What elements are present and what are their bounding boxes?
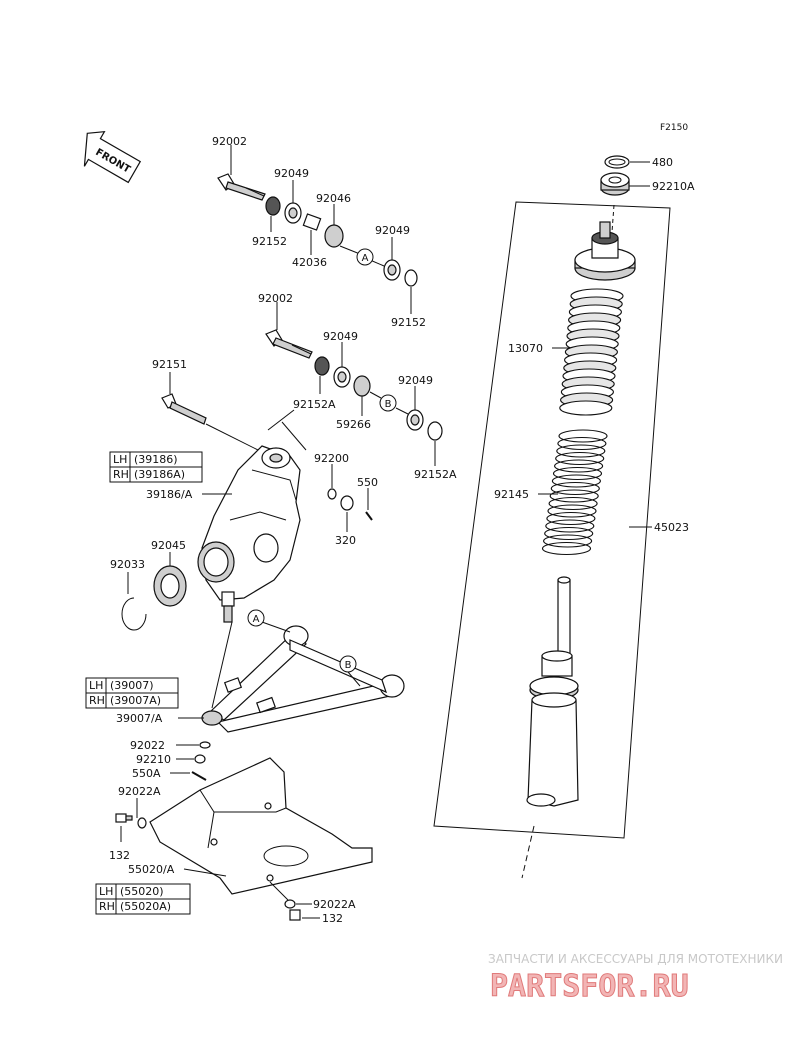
knuckle-39186: [197, 445, 301, 623]
washer-92022A-1: [137, 817, 147, 829]
svg-text:A: A: [253, 614, 260, 625]
cotter-pin-550: [365, 511, 373, 521]
label-480: 480: [652, 156, 673, 169]
label-13070: 13070: [508, 342, 543, 355]
label-132-2: 132: [322, 912, 343, 925]
bushing-92152-upper-2: [404, 269, 418, 287]
svg-text:LH: LH: [89, 679, 103, 692]
dust-boot-13070: [559, 288, 624, 416]
label-92022A-2: 92022A: [313, 898, 356, 911]
callout-a-1: [356, 248, 374, 266]
bolt-92002-upper: [217, 173, 266, 201]
svg-text:(39186A): (39186A): [134, 468, 185, 481]
watermark-logo: PARTSFOR.RU: [490, 969, 689, 1004]
svg-text:B: B: [345, 660, 352, 671]
side-table-39007: LH (39007) RH (39007A): [85, 677, 179, 709]
washer-92022: [199, 741, 211, 749]
svg-text:LH: LH: [99, 885, 113, 898]
label-92210A: 92210A: [652, 180, 695, 193]
figure-code: F2150: [660, 123, 688, 133]
svg-text:(39186): (39186): [134, 453, 178, 466]
label-92200: 92200: [314, 452, 349, 465]
label-45023: 45023: [654, 521, 689, 534]
label-92151: 92151: [152, 358, 187, 371]
callout-a-2: [247, 609, 265, 627]
guard-55020: [149, 757, 373, 895]
label-92002-b: 92002: [258, 292, 293, 305]
label-550A: 550A: [132, 767, 161, 780]
label-39186A: 39186/A: [146, 488, 193, 501]
side-table-39186: LH (39186) RH (39186A): [109, 451, 203, 483]
front-arrow-icon: FRONT: [83, 130, 142, 184]
washer-92200: [327, 488, 337, 500]
bushing-59266: [353, 375, 371, 397]
label-92045: 92045: [151, 539, 186, 552]
callout-b-1: [379, 394, 397, 412]
bolt-92151: [161, 393, 207, 425]
bushing-92046: [324, 224, 344, 248]
cotter-pin-550A: [191, 771, 207, 781]
bushing-92152-upper: [265, 196, 281, 216]
label-92046: 92046: [316, 192, 351, 205]
washer-92022A-2: [284, 899, 296, 909]
shock-upper-mount: [574, 221, 636, 281]
label-92152-a: 92152: [252, 235, 287, 248]
svg-text:RH: RH: [113, 468, 129, 481]
label-92152A-1: 92152A: [293, 398, 336, 411]
label-92033: 92033: [110, 558, 145, 571]
label-92022A-1: 92022A: [118, 785, 161, 798]
lower-arm-39007: [201, 625, 405, 733]
label-92210: 92210: [136, 753, 171, 766]
label-550: 550: [357, 476, 378, 489]
collar-42036: [302, 213, 322, 231]
bushing-92152A-2: [427, 421, 443, 441]
svg-text:(55020): (55020): [120, 885, 164, 898]
label-59266: 59266: [336, 418, 371, 431]
svg-text:(39007A): (39007A): [110, 694, 161, 707]
svg-text:(39007): (39007): [110, 679, 154, 692]
spring-92145: [541, 429, 608, 556]
circlip-480: [604, 155, 630, 169]
svg-text:B: B: [385, 399, 392, 410]
label-92049-a: 92049: [274, 167, 309, 180]
label-42036: 42036: [292, 256, 327, 269]
circlip-92033: [121, 597, 147, 631]
label-132-1: 132: [109, 849, 130, 862]
svg-text:LH: LH: [113, 453, 127, 466]
bolt-132-right: [289, 909, 301, 921]
bolt-92002-lower: [265, 329, 313, 359]
callout-b-2: [339, 655, 357, 673]
label-55020A: 55020/A: [128, 863, 175, 876]
label-320: 320: [335, 534, 356, 547]
svg-text:(55020A): (55020A): [120, 900, 171, 913]
shock-assembly-frame: [433, 201, 671, 839]
label-92022: 92022: [130, 739, 165, 752]
watermark-tagline: ЗАПЧАСТИ И АКСЕССУАРЫ ДЛЯ МОТОТЕХНИКИ: [488, 952, 783, 966]
damper-body: [526, 576, 579, 807]
label-92152A-2: 92152A: [414, 468, 457, 481]
label-92152-b: 92152: [391, 316, 426, 329]
nut-92210A: [600, 172, 630, 196]
side-table-55020: LH (55020) RH (55020A): [95, 883, 191, 915]
label-92002-a: 92002: [212, 135, 247, 148]
nut-320: [340, 495, 354, 511]
label-92145: 92145: [494, 488, 529, 501]
label-92049-c: 92049: [323, 330, 358, 343]
bushing-92152A-1: [314, 356, 330, 376]
label-92049-b: 92049: [375, 224, 410, 237]
svg-text:RH: RH: [99, 900, 115, 913]
svg-text:A: A: [362, 253, 369, 264]
nut-92210: [194, 754, 206, 764]
label-92049-d: 92049: [398, 374, 433, 387]
label-39007A: 39007/A: [116, 712, 163, 725]
svg-text:RH: RH: [89, 694, 105, 707]
bolt-132-left: [115, 813, 133, 823]
